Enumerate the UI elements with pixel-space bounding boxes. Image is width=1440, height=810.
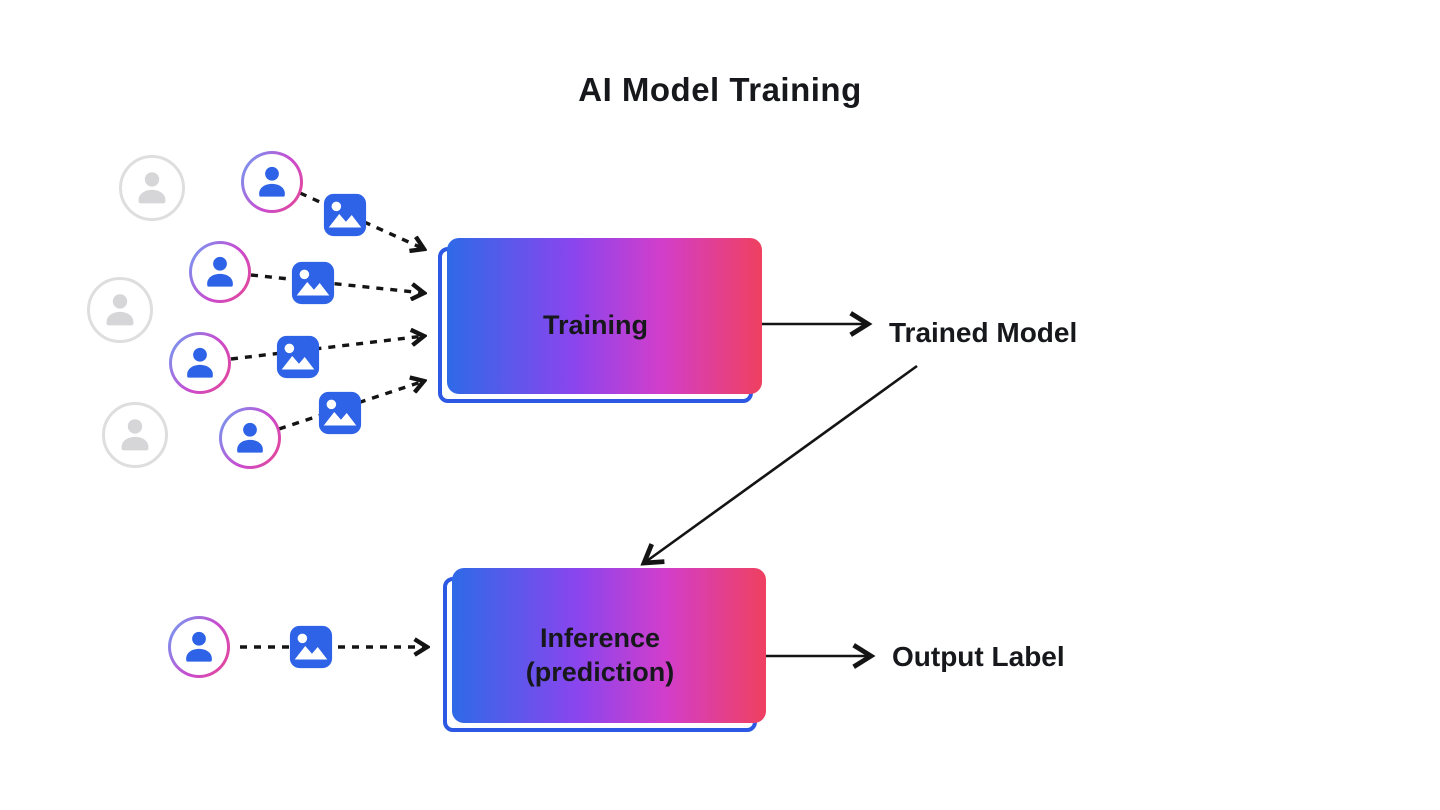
inference-box-label-line1: Inference — [539, 622, 661, 653]
image-data-icon — [322, 192, 368, 238]
trained-model-label: Trained Model — [889, 317, 1078, 348]
inactive-user-avatar-icon — [87, 277, 153, 343]
image-data-icon — [288, 624, 334, 670]
user-avatar-icon — [189, 241, 251, 303]
image-data-icon — [275, 334, 321, 380]
inactive-user-avatar-icon — [119, 155, 185, 221]
arrow-trained-model-to-inference — [644, 364, 918, 563]
user-avatar-icon — [169, 332, 231, 394]
inference-box: Inference (prediction) — [443, 577, 757, 732]
training-box: Training — [438, 247, 753, 403]
dashed-arrow-1 — [299, 191, 424, 249]
inference-box-label-line2: (prediction) — [525, 656, 675, 687]
page-title: AI Model Training — [578, 71, 862, 108]
output-label: Output Label — [892, 641, 1065, 672]
dashed-arrow-3 — [230, 336, 424, 361]
training-box-label: Training — [542, 310, 648, 340]
image-data-icon — [317, 390, 363, 436]
user-avatar-icon — [241, 151, 303, 213]
user-avatar-icon — [219, 407, 281, 469]
dashed-arrow-2 — [250, 273, 424, 293]
user-avatar-icon — [168, 616, 230, 678]
image-data-icon — [290, 260, 336, 306]
inactive-user-avatar-icon — [102, 402, 168, 468]
